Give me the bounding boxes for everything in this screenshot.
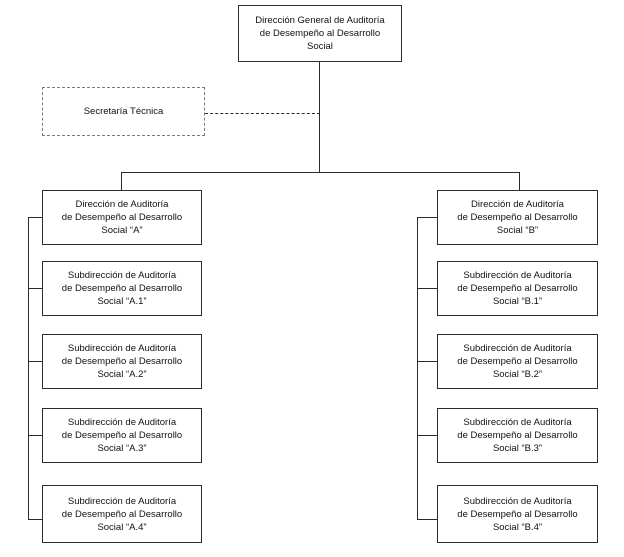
connector-secretaria-tecnica-dashed [205,113,320,114]
connector-stub-subdireccion-a2 [28,361,42,362]
node-subdireccion-b1[interactable]: Subdirección de Auditoría de Desempeño a… [437,261,598,316]
node-subdireccion-a3[interactable]: Subdirección de Auditoría de Desempeño a… [42,408,202,463]
node-subdireccion-a1[interactable]: Subdirección de Auditoría de Desempeño a… [42,261,202,316]
node-subdireccion-b2[interactable]: Subdirección de Auditoría de Desempeño a… [437,334,598,389]
node-subdireccion-b3[interactable]: Subdirección de Auditoría de Desempeño a… [437,408,598,463]
node-direccion-a[interactable]: Dirección de Auditoría de Desempeño al D… [42,190,202,245]
connector-spine-a [28,217,29,519]
connector-stub-subdireccion-b1 [417,288,437,289]
connector-distribution-bar [121,172,520,173]
connector-stub-subdireccion-a3 [28,435,42,436]
connector-stub-subdireccion-a1 [28,288,42,289]
node-direccion-general[interactable]: Dirección General de Auditoría de Desemp… [238,5,402,62]
connector-stub-subdireccion-b4 [417,519,437,520]
node-secretaria-tecnica[interactable]: Secretaría Técnica [42,87,205,136]
connector-drop-direccion-b [519,172,520,190]
connector-spine-b [417,217,418,519]
connector-stub-subdireccion-b3 [417,435,437,436]
connector-drop-direccion-a [121,172,122,190]
connector-stub-direccion-b [417,217,437,218]
connector-stub-subdireccion-b2 [417,361,437,362]
connector-root-trunk [319,62,320,172]
node-direccion-b[interactable]: Dirección de Auditoría de Desempeño al D… [437,190,598,245]
connector-stub-direccion-a [28,217,42,218]
connector-stub-subdireccion-a4 [28,519,42,520]
node-subdireccion-a4[interactable]: Subdirección de Auditoría de Desempeño a… [42,485,202,543]
node-subdireccion-b4[interactable]: Subdirección de Auditoría de Desempeño a… [437,485,598,543]
node-subdireccion-a2[interactable]: Subdirección de Auditoría de Desempeño a… [42,334,202,389]
